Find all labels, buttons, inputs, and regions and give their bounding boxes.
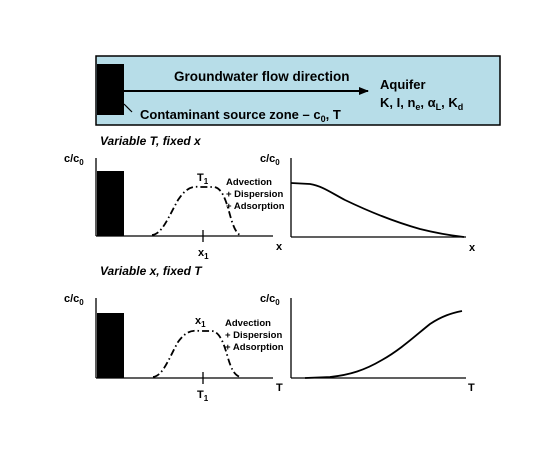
section-title: Variable T, fixed x — [100, 134, 202, 148]
process-list: Advection + Dispersion + Adsorption — [225, 318, 284, 353]
aquifer-box: Groundwater flow direction Contaminant s… — [95, 55, 501, 126]
process-item: + Adsorption — [225, 342, 284, 353]
aquifer-params: K, I, ne, αL, Kd — [380, 95, 463, 112]
tick-label: T1 — [197, 389, 209, 403]
peak-label: T1 — [197, 172, 209, 186]
left-plot-2: c/c0 x1 T1 T Advection + Dispersion + Ad… — [64, 293, 284, 403]
process-item: + Dispersion — [225, 330, 282, 341]
right-plot-1: c/c0 x — [260, 153, 476, 254]
flow-label: Groundwater flow direction — [174, 69, 350, 84]
source-pulse — [97, 313, 124, 378]
process-item: Advection — [226, 177, 272, 188]
x-axis-label: T — [468, 382, 475, 394]
process-item: + Adsorption — [226, 201, 285, 212]
left-plot-1: c/c0 T1 x1 x Advection + Dispersion + Ad… — [64, 153, 285, 261]
y-axis-label: c/c0 — [64, 293, 84, 307]
concentration-profile — [290, 182, 465, 238]
x-axis-label: x — [469, 242, 476, 254]
source-pulse — [97, 171, 124, 236]
source-label: Contaminant source zone – c0, T — [140, 107, 341, 124]
process-list: Advection + Dispersion + Adsorption — [226, 177, 285, 212]
y-axis-label: c/c0 — [64, 153, 84, 167]
x-axis-label: x — [276, 241, 283, 253]
process-item: + Dispersion — [226, 189, 283, 200]
x-axis-label: T — [276, 382, 283, 394]
tick-label: x1 — [198, 247, 209, 261]
breakthrough-curve — [152, 329, 241, 378]
source-leader-line — [123, 103, 133, 113]
process-item: Advection — [225, 318, 271, 329]
breakthrough-curve — [151, 185, 241, 236]
aquifer-title: Aquifer — [380, 77, 426, 92]
section-variable-t: Variable T, fixed x c/c0 T1 x1 x Advecti… — [64, 134, 476, 261]
right-plot-2: c/c0 T — [260, 293, 475, 394]
source-zone-block — [97, 64, 124, 115]
y-axis-label: c/c0 — [260, 293, 280, 307]
section-variable-x: Variable x, fixed T c/c0 x1 T1 T Advecti… — [64, 264, 475, 403]
section-title: Variable x, fixed T — [100, 264, 203, 278]
peak-label: x1 — [195, 315, 206, 329]
y-axis-label: c/c0 — [260, 153, 280, 167]
breakthrough-profile — [304, 310, 463, 379]
